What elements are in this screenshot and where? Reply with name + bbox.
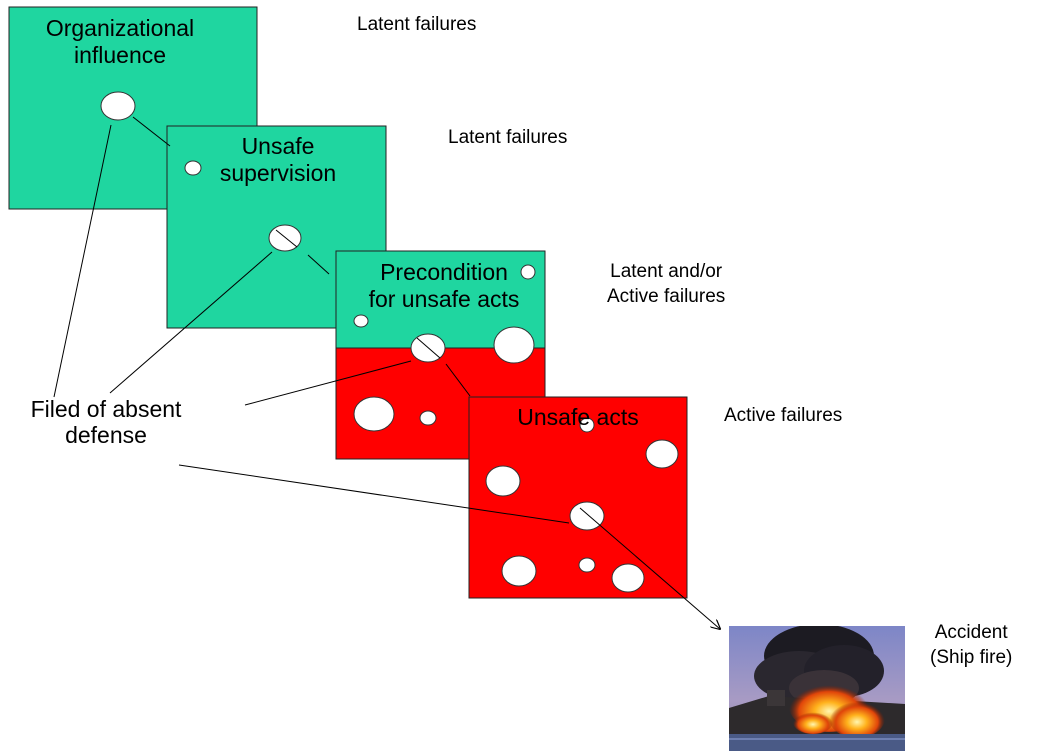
trajectory-line <box>445 363 471 397</box>
layer-title-unsafe-acts: Unsafe acts <box>517 404 639 430</box>
layer-title-unsafe-supervision: Unsafe supervision <box>219 133 337 186</box>
trajectory-arrow <box>579 507 720 629</box>
failure-label-organizational: Latent failures <box>357 14 477 35</box>
failure-label-supervision: Latent failures <box>448 127 568 148</box>
failure-label-precondition: Latent and/or Active failures <box>607 261 726 307</box>
failure-label-unsafe-acts: Active failures <box>724 405 843 426</box>
trajectory-line <box>132 116 171 147</box>
hole <box>645 439 679 469</box>
layer-title-precondition: Precondition for unsafe acts <box>368 259 520 312</box>
defense-pointer-line <box>109 251 273 394</box>
hole <box>520 264 536 280</box>
trajectory-line <box>307 254 330 275</box>
hole <box>100 91 136 121</box>
layer-title-organizational-influence: Organizational influence <box>45 15 195 68</box>
trajectory-line <box>275 229 298 248</box>
hole <box>184 160 202 176</box>
hole <box>569 501 605 531</box>
hole <box>578 557 596 573</box>
hole <box>419 410 437 426</box>
hole <box>611 563 645 593</box>
defense-pointer-line <box>178 464 570 524</box>
absent-defense-label: Filed of absent defense <box>30 396 182 449</box>
ship-fire-photo <box>729 626 905 751</box>
trajectory-line <box>416 337 441 359</box>
hole <box>493 326 535 364</box>
hole <box>353 396 395 432</box>
hole <box>353 314 369 328</box>
defense-pointer-line <box>244 360 412 406</box>
hole <box>501 555 537 587</box>
hole <box>268 224 302 252</box>
accident-label: Accident (Ship fire) <box>930 622 1013 668</box>
defense-pointer-line <box>53 124 112 398</box>
hole <box>485 465 521 497</box>
hole <box>579 417 595 433</box>
